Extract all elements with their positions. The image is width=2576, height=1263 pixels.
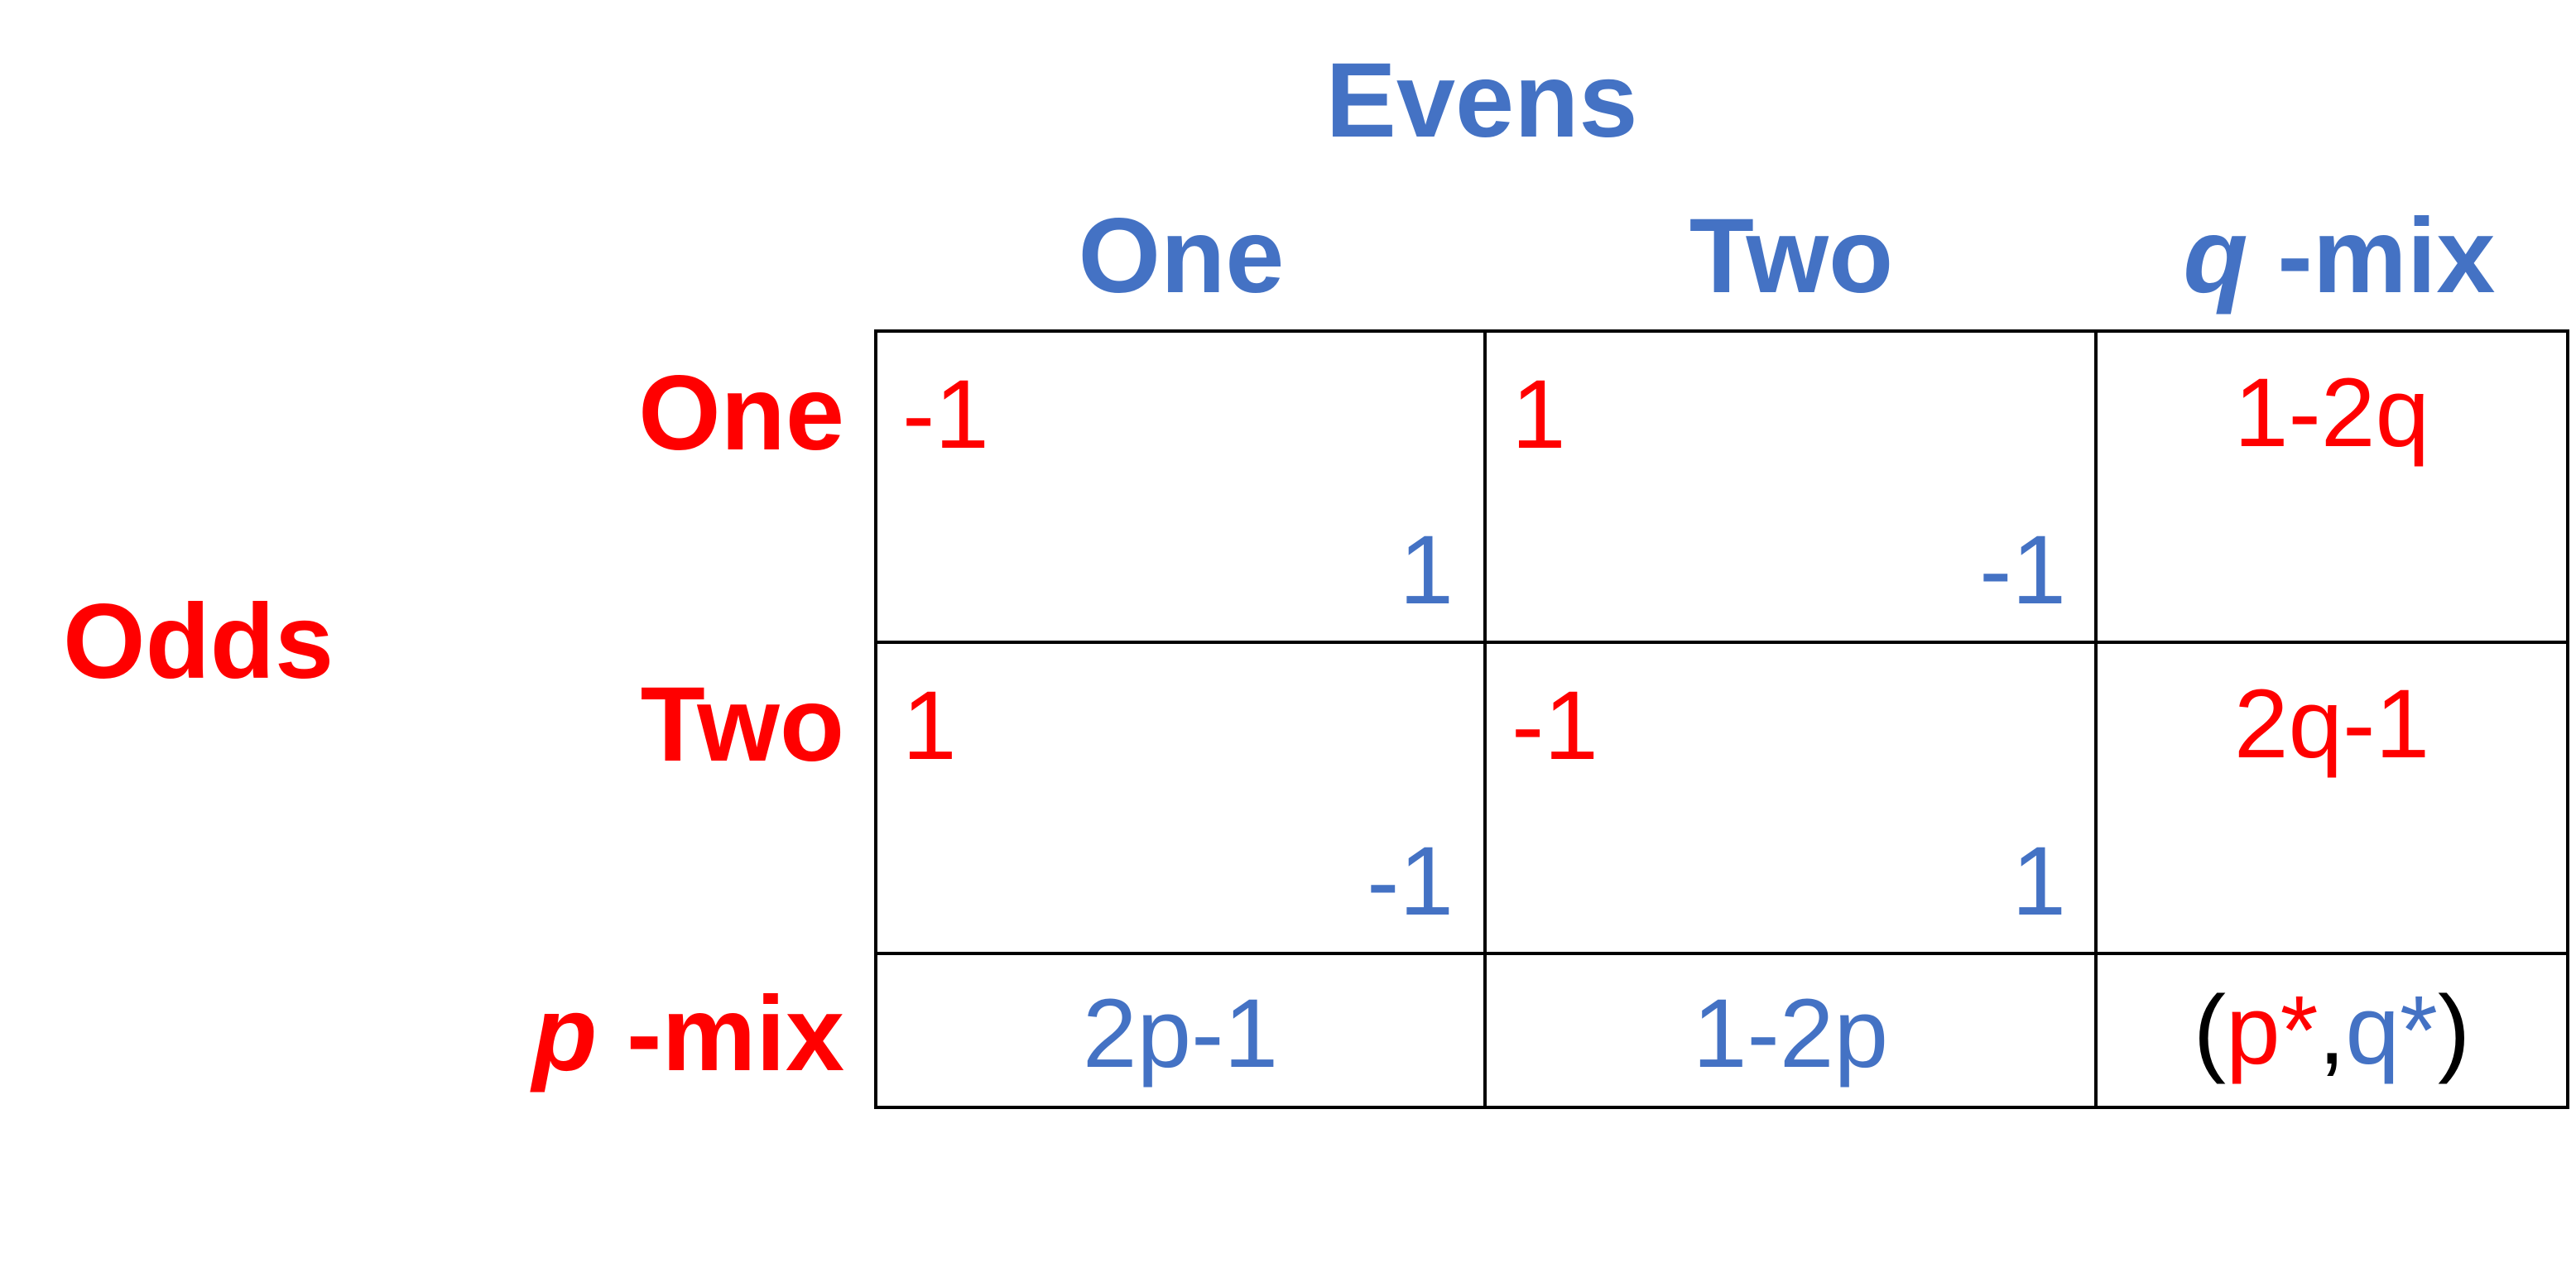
column-header-q-mix: q -mix — [2099, 204, 2576, 310]
grid-line-top — [874, 329, 2569, 333]
grid-line-right — [2566, 329, 2569, 1109]
q-mix-row-two-payoff: 2q-1 — [2233, 670, 2430, 779]
equilibrium-comma: , — [2318, 976, 2346, 1085]
equilibrium-q-star: q* — [2345, 976, 2438, 1085]
grid-line-col1 — [1483, 329, 1487, 1109]
p-mix-col-one-payoff: 2p-1 — [1082, 979, 1279, 1088]
cell-one-one-evens-payoff: 1 — [1399, 516, 1454, 625]
q-mix-suffix: -mix — [2247, 197, 2496, 315]
equilibrium-p-star: p* — [2226, 976, 2319, 1085]
grid-line-row2 — [874, 952, 2569, 955]
cell-one-one-odds-payoff: -1 — [902, 360, 989, 469]
cell-one-two-evens-payoff: -1 — [1979, 516, 2066, 625]
equilibrium-close-paren: ) — [2437, 976, 2471, 1085]
cell-one-two-odds-payoff: 1 — [1511, 360, 1566, 469]
row-header-one: One — [638, 354, 844, 473]
column-header-one: One — [1078, 197, 1285, 315]
row-player-label: Odds — [63, 583, 334, 701]
grid-line-left — [874, 329, 877, 1109]
cell-two-two-evens-payoff: 1 — [2011, 827, 2066, 936]
grid-line-col2 — [2094, 329, 2098, 1109]
equilibrium-open-paren: ( — [2193, 976, 2227, 1085]
grid-line-bottom — [874, 1106, 2569, 1109]
p-mix-suffix: -mix — [597, 975, 844, 1093]
p-mix-col-two-payoff: 1-2p — [1692, 979, 1889, 1088]
row-header-two: Two — [640, 665, 844, 784]
q-mix-row-one-payoff: 1-2q — [2233, 358, 2430, 468]
row-header-p-mix: p -mix — [497, 982, 844, 1088]
cell-two-one-odds-payoff: 1 — [902, 671, 957, 780]
equilibrium-pair: (p*,q*) — [2098, 982, 2566, 1079]
cell-two-two-odds-payoff: -1 — [1511, 671, 1598, 780]
q-mix-variable: q — [2183, 197, 2248, 315]
column-header-two: Two — [1689, 197, 1894, 315]
p-mix-variable: p — [532, 975, 598, 1093]
grid-line-row1 — [874, 641, 2569, 644]
cell-two-one-evens-payoff: -1 — [1367, 827, 1454, 936]
column-player-label: Evens — [1325, 41, 1638, 160]
